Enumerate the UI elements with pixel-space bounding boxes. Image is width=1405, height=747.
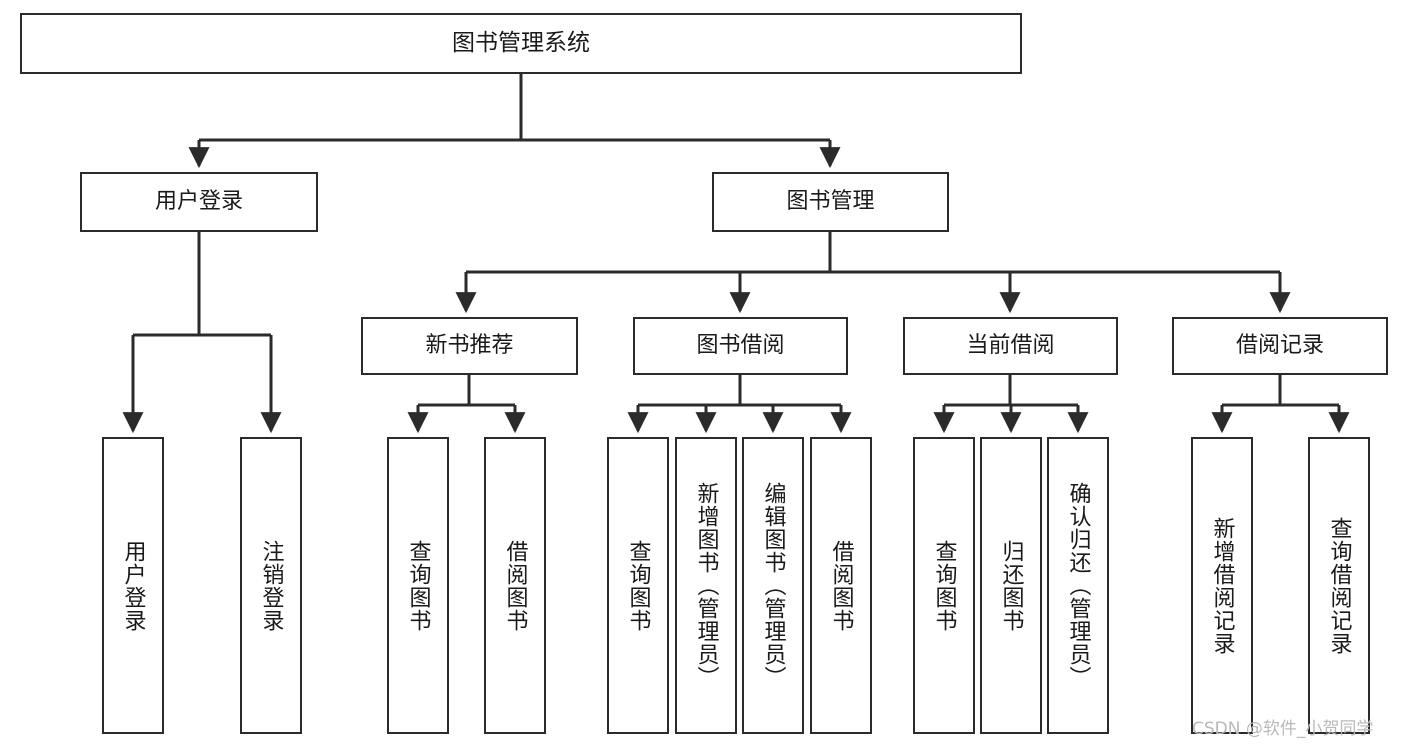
node-book-management[interactable]: 图书管理 <box>712 172 949 232</box>
leaf-user-login-login-label: 用户登录 <box>120 539 146 632</box>
leaf-record-add-label: 新增借阅记录 <box>1209 516 1235 655</box>
leaf-new-book-borrow[interactable]: 借阅图书 <box>484 437 546 734</box>
node-current-borrow-label: 当前借阅 <box>966 332 1055 358</box>
leaf-user-login-logout[interactable]: 注销登录 <box>240 437 302 734</box>
leaf-current-query-book-label: 查询图书 <box>931 539 957 632</box>
node-root-label: 图书管理系统 <box>452 29 590 56</box>
leaf-new-book-query-label: 查询图书 <box>405 539 431 632</box>
node-current-borrow[interactable]: 当前借阅 <box>903 317 1118 375</box>
node-borrow-record[interactable]: 借阅记录 <box>1172 317 1388 375</box>
leaf-current-return-book-label: 归还图书 <box>998 539 1024 632</box>
leaf-record-query[interactable]: 查询借阅记录 <box>1308 437 1370 734</box>
leaf-borrow-add-book[interactable]: 新增图书（管理员） <box>675 437 737 734</box>
node-user-login-label: 用户登录 <box>154 188 243 214</box>
node-new-book-recommend[interactable]: 新书推荐 <box>361 317 578 375</box>
node-root[interactable]: 图书管理系统 <box>20 13 1022 74</box>
leaf-user-login-login[interactable]: 用户登录 <box>102 437 164 734</box>
leaf-borrow-borrow-book-label: 借阅图书 <box>828 539 854 632</box>
leaf-new-book-query[interactable]: 查询图书 <box>387 437 449 734</box>
leaf-borrow-edit-book-label: 编辑图书（管理员） <box>760 482 786 689</box>
node-borrow-record-label: 借阅记录 <box>1235 332 1324 358</box>
leaf-record-query-label: 查询借阅记录 <box>1326 516 1352 655</box>
node-book-borrow[interactable]: 图书借阅 <box>633 317 848 375</box>
leaf-borrow-edit-book[interactable]: 编辑图书（管理员） <box>742 437 804 734</box>
leaf-current-return-book[interactable]: 归还图书 <box>980 437 1042 734</box>
leaf-user-login-logout-label: 注销登录 <box>258 539 284 632</box>
leaf-borrow-query-book[interactable]: 查询图书 <box>607 437 669 734</box>
csdn-watermark: CSDN @软件_小贺同学 <box>1192 719 1374 739</box>
node-user-login[interactable]: 用户登录 <box>80 172 318 232</box>
node-book-management-label: 图书管理 <box>786 188 875 214</box>
node-new-book-recommend-label: 新书推荐 <box>425 332 514 358</box>
leaf-record-add[interactable]: 新增借阅记录 <box>1191 437 1253 734</box>
leaf-new-book-borrow-label: 借阅图书 <box>502 539 528 632</box>
leaf-borrow-borrow-book[interactable]: 借阅图书 <box>810 437 872 734</box>
leaf-current-query-book[interactable]: 查询图书 <box>913 437 975 734</box>
leaf-current-confirm-return[interactable]: 确认归还（管理员） <box>1047 437 1109 734</box>
leaf-borrow-query-book-label: 查询图书 <box>625 539 651 632</box>
leaf-current-confirm-return-label: 确认归还（管理员） <box>1065 482 1091 689</box>
node-book-borrow-label: 图书借阅 <box>696 332 785 358</box>
leaf-borrow-add-book-label: 新增图书（管理员） <box>693 482 719 689</box>
